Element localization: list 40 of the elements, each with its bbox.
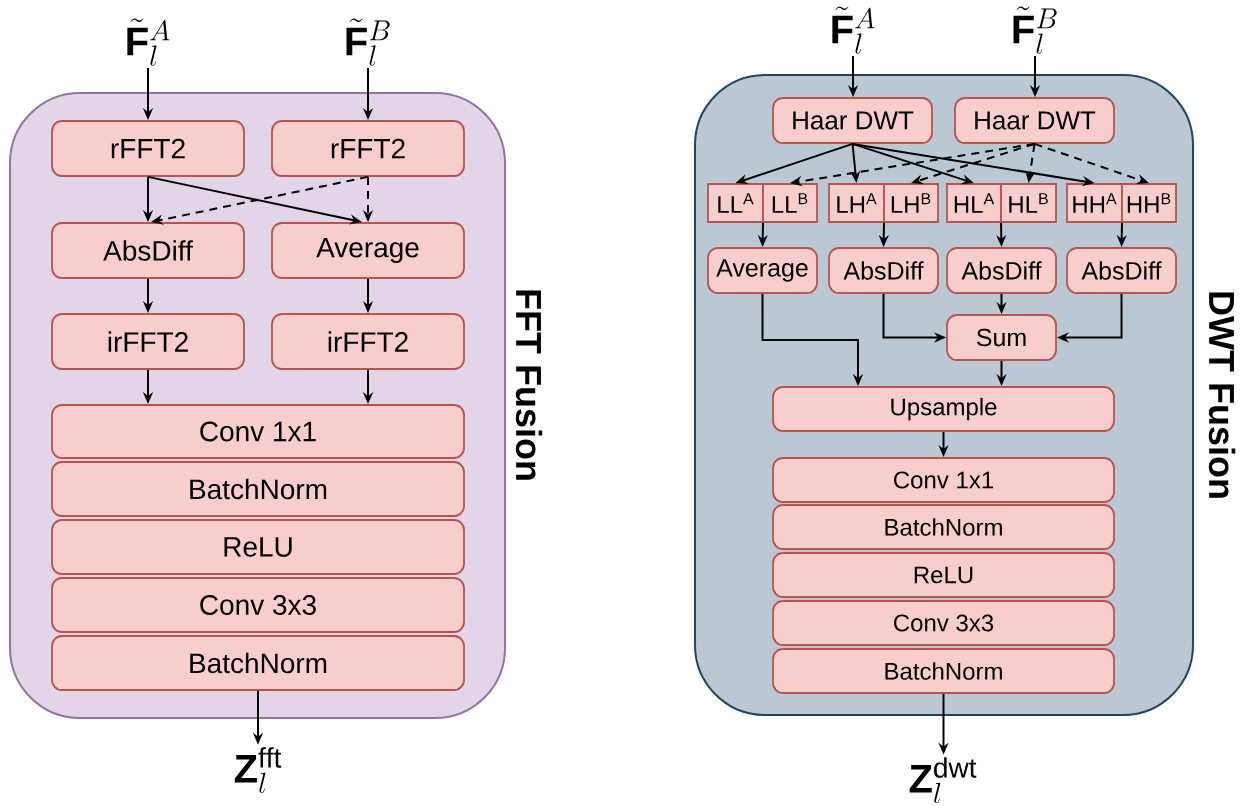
process-box: rFFT2: [271, 120, 465, 177]
process-box: Haar DWT: [772, 97, 933, 144]
subband-cell: HL$^{A}$: [946, 183, 1002, 223]
subband-cell: LL$^{B}$: [762, 183, 818, 223]
process-box: irFFT2: [51, 313, 245, 370]
subband-cell: HH$^{A}$: [1066, 183, 1123, 223]
math-label: $\tilde{\mathbf{F}}_l^{B}$: [346, 18, 390, 66]
process-box: ReLU: [772, 552, 1115, 598]
process-box: BatchNorm: [772, 648, 1115, 694]
process-box: Conv 3x3: [51, 577, 465, 633]
process-box: Sum: [946, 314, 1057, 361]
process-box: BatchNorm: [772, 504, 1115, 550]
process-box: Upsample: [772, 386, 1115, 432]
panel-title: FFT Fusion: [515, 290, 543, 480]
process-box: irFFT2: [271, 313, 465, 370]
process-box: AbsDiff: [946, 247, 1057, 294]
math-label: $\mathbf{Z}_l^{\mathrm{dwt}}$: [909, 757, 977, 804]
process-box: AbsDiff: [1066, 247, 1177, 294]
process-box: Conv 1x1: [51, 404, 465, 459]
subband-cell: LL$^{A}$: [707, 183, 764, 223]
math-label: $\mathbf{Z}_l^{\mathrm{fft}}$: [234, 747, 282, 794]
subband-cell: HH$^{B}$: [1121, 183, 1177, 223]
subband-cell: HL$^{B}$: [1000, 183, 1057, 223]
process-box: BatchNorm: [51, 635, 465, 691]
math-label: $\tilde{\mathbf{F}}_l^{B}$: [1013, 6, 1057, 54]
process-box: ReLU: [51, 519, 465, 575]
process-box: Haar DWT: [954, 97, 1115, 144]
subband-cell: LH$^{A}$: [828, 183, 885, 223]
process-box: AbsDiff: [51, 222, 245, 279]
process-box: Conv 1x1: [772, 457, 1115, 503]
process-box: Conv 3x3: [772, 600, 1115, 646]
math-label: $\tilde{\mathbf{F}}_l^{A}$: [127, 18, 170, 66]
process-box: rFFT2: [51, 120, 245, 177]
math-label: $\tilde{\mathbf{F}}_l^{A}$: [832, 6, 875, 54]
subband-cell: LH$^{B}$: [883, 183, 939, 223]
process-box: Average: [271, 222, 465, 279]
process-box: AbsDiff: [828, 247, 939, 294]
process-box: BatchNorm: [51, 461, 465, 517]
process-box: Average: [707, 247, 818, 294]
panel-title: DWT Fusion: [1208, 292, 1236, 498]
